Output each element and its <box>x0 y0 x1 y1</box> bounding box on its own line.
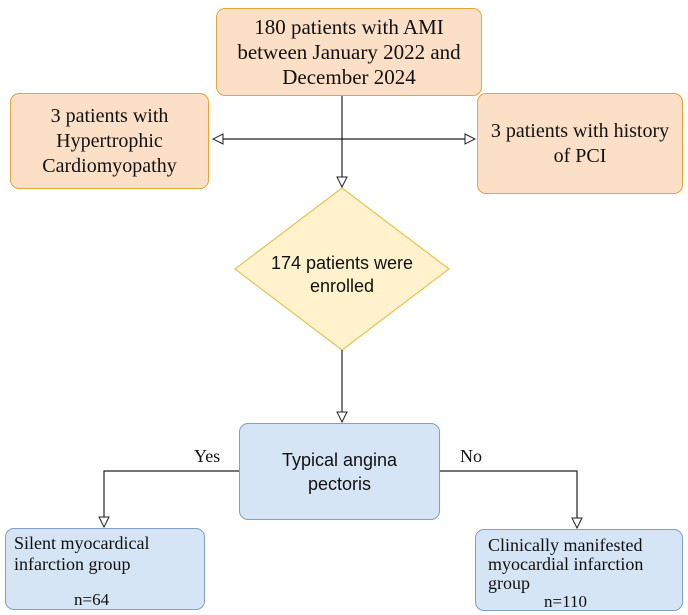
silent-mi-count: n=64 <box>74 590 110 609</box>
excluded-pci-line-2: of PCI <box>553 144 607 167</box>
total-patients-line-3: December 2024 <box>282 64 416 89</box>
decision-line-1: Typical angina <box>281 449 398 470</box>
decision-line-2: pectoris <box>307 473 372 494</box>
excluded-hcm-line-1: 3 patients with <box>50 104 169 127</box>
silent-mi-group-box: Silent myocardical infarction group <box>5 528 205 610</box>
enrolled-label: 174 patients were enrolled <box>258 252 426 298</box>
typical-angina-decision-box: Typical angina pectoris <box>239 423 440 520</box>
silent-mi-line-2: infarction group <box>14 554 131 574</box>
excluded-hcm-box: 3 patients with Hypertrophic Cardiomyopa… <box>10 93 209 189</box>
excluded-pci-line-1: 3 patients with history <box>490 119 670 142</box>
enrolled-line-1: 174 patients were <box>270 253 414 273</box>
no-branch-label: No <box>460 446 482 466</box>
total-patients-line-2: between January 2022 and <box>237 39 461 64</box>
excluded-pci-box: 3 patients with history of PCI <box>477 93 683 194</box>
excluded-hcm-line-3: Cardiomyopathy <box>42 154 177 177</box>
connector-yes-branch <box>104 470 239 527</box>
yes-branch-label: Yes <box>194 446 221 466</box>
clinical-mi-count: n=110 <box>544 592 587 611</box>
enrolled-line-2: enrolled <box>309 276 375 296</box>
excluded-hcm-line-2: Hypertrophic <box>56 129 163 152</box>
clinical-mi-line-3: group <box>488 573 530 593</box>
clinical-mi-line-2: myocardial infarction <box>488 554 644 574</box>
connector-no-branch <box>440 470 577 528</box>
total-patients-line-1: 180 patients with AMI <box>254 14 444 39</box>
clinical-mi-line-1: Clinically manifested <box>488 535 643 555</box>
total-patients-box: 180 patients with AMI between January 20… <box>216 8 482 96</box>
silent-mi-line-1: Silent myocardical <box>14 533 150 553</box>
clinical-mi-group-box: Clinically manifested myocardial infarct… <box>475 529 683 611</box>
